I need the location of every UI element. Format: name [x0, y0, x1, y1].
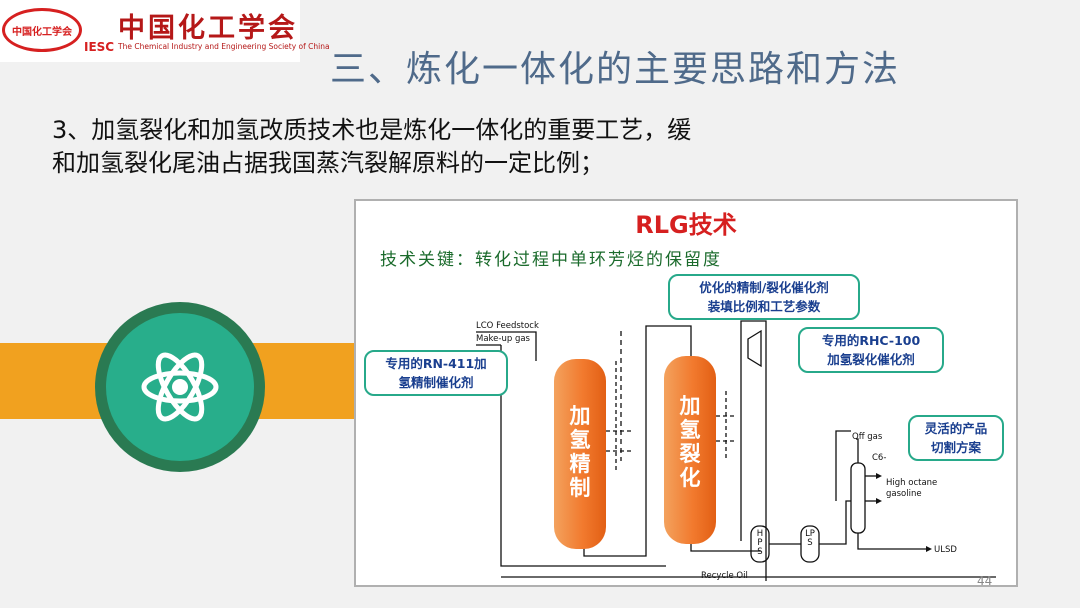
logo-english-name: The Chemical Industry and Engineering So… — [118, 42, 330, 51]
label-ulsd: ULSD — [934, 545, 957, 555]
slide-title: 三、炼化一体化的主要思路和方法 — [330, 49, 901, 90]
callout-rhc-catalyst: 专用的RHC-100 加氢裂化催化剂 — [798, 327, 944, 373]
page-number: 44 — [977, 574, 993, 588]
label-lps: LPS — [805, 529, 815, 548]
atom-icon — [141, 352, 219, 422]
hydrotreating-reactor: 加氢精制 — [554, 359, 606, 549]
callout-product-cut: 灵活的产品 切割方案 — [908, 415, 1004, 461]
reactor1-label: 加氢精制 — [569, 404, 591, 500]
hydrocracking-reactor: 加氢裂化 — [664, 356, 716, 544]
label-makeup-gas: Make-up gas — [476, 334, 530, 344]
label-off-gas: Off gas — [852, 432, 883, 442]
logo-emblem: 中国化工学会 — [2, 8, 82, 52]
body-text: 3、加氢裂化和加氢改质技术也是炼化一体化的重要工艺，缓和加氢裂化尾油占据我国蒸汽… — [52, 116, 692, 177]
process-lines — [476, 320, 996, 581]
technology-key-point: 技术关键：转化过程中单环芳烃的保留度 — [380, 250, 722, 270]
callout-catalyst-loading: 优化的精制/裂化催化剂 装填比例和工艺参数 — [668, 274, 860, 320]
label-hps: HPS — [756, 529, 764, 557]
label-recycle-oil: Recycle Oil — [701, 571, 748, 581]
logo-abbreviation: IESC — [84, 40, 115, 54]
logo-chinese-name: 中国化工学会 — [118, 13, 298, 44]
rlg-process-diagram: RLG技术 技术关键：转化过程中单环芳烃的保留度 加氢精制 加氢裂化 优化的精制… — [354, 199, 1018, 587]
society-logo: 中国化工学会 IESC 中国化工学会 The Chemical Industry… — [0, 0, 330, 62]
label-gasoline: High octane gasoline — [886, 478, 938, 499]
diagram-title: RLG技术 — [635, 211, 737, 239]
label-c6: C6- — [872, 453, 887, 463]
label-feed: LCO Feedstock — [476, 321, 539, 331]
callout-rn-catalyst: 专用的RN-411加 氢精制催化剂 — [364, 350, 508, 396]
reactor2-label: 加氢裂化 — [679, 394, 701, 490]
